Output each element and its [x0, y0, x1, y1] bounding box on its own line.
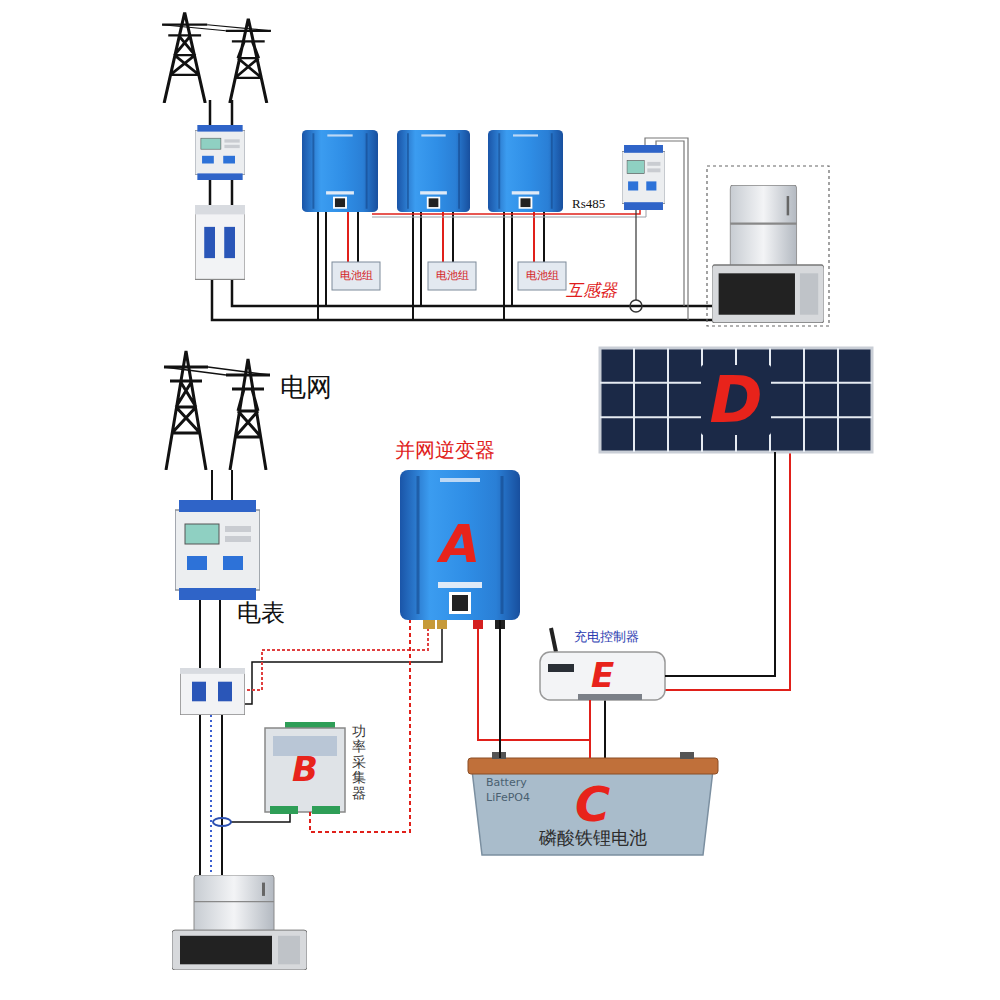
- antenna: [551, 628, 556, 652]
- battery-packs: [332, 262, 566, 290]
- energy-meter: [175, 500, 260, 600]
- charge-controller: [540, 628, 665, 700]
- power-tower: [164, 351, 270, 470]
- terminal: [423, 620, 435, 629]
- annotation-label: Battery: [486, 777, 527, 789]
- panel-grid: [600, 348, 872, 452]
- household-load: [172, 875, 307, 970]
- ct-wire: [635, 210, 636, 300]
- wire: [200, 600, 220, 668]
- battery-lid: [468, 758, 718, 774]
- wire: [200, 715, 222, 878]
- node-label: 电池组: [526, 270, 559, 282]
- neutral-wire: [210, 715, 212, 878]
- callout-letter: B: [292, 751, 318, 788]
- terminal: [473, 620, 483, 629]
- wire: [604, 700, 606, 758]
- controller-display: [548, 664, 574, 672]
- wire-connector: [589, 700, 591, 758]
- circuit-breaker: [180, 668, 245, 715]
- battery-pack: [428, 262, 476, 290]
- terminal: [437, 620, 447, 629]
- device-label: 功率采集器: [352, 724, 366, 801]
- lifepo4-battery: [468, 752, 718, 855]
- grid-tie-inverter: [400, 470, 520, 620]
- wire: [348, 212, 534, 262]
- annotation-label: Rs485: [572, 197, 605, 211]
- inverter: [397, 130, 470, 212]
- pv-wire: [665, 452, 790, 690]
- device-node: 并网逆变器A: [400, 470, 520, 620]
- household-load: [712, 185, 824, 323]
- device-node: 充电控制器E: [540, 652, 665, 700]
- wire: [358, 212, 544, 262]
- callout-letter: E: [591, 657, 614, 694]
- node-label: 磷酸铁锂电池: [539, 828, 647, 848]
- wire-connector: [499, 620, 501, 758]
- callout-letter: A: [440, 516, 480, 573]
- inverter: [302, 130, 378, 212]
- device-node: 磷酸铁锂电池C: [470, 758, 715, 855]
- device-node: 电池组: [428, 262, 476, 290]
- panel-body: [600, 348, 872, 452]
- power-collector: [622, 145, 665, 210]
- controller-terminals: [578, 694, 642, 700]
- annotation-label: 互感器: [566, 281, 617, 300]
- device-node: 电表: [175, 500, 260, 600]
- current-transformer: [630, 300, 642, 312]
- collector-terminals: [312, 806, 340, 814]
- device-node: 电池组: [332, 262, 380, 290]
- device-label: 充电控制器: [574, 630, 639, 644]
- device-node: 功率采集器B: [265, 728, 345, 812]
- controller-body: [540, 652, 665, 700]
- device-label: 并网逆变器: [395, 439, 495, 461]
- circuit-breaker: [195, 205, 245, 280]
- wire: [231, 470, 233, 500]
- power-collector: [265, 722, 345, 814]
- callout-letter: D: [701, 365, 770, 435]
- wire-connector: [211, 470, 213, 500]
- collector-wire: [645, 138, 688, 320]
- ac-wire: [245, 628, 428, 690]
- wire-connector: [310, 620, 410, 832]
- device-node: 电网: [160, 345, 275, 470]
- energy-meter: [195, 125, 245, 180]
- inverter: [488, 130, 563, 212]
- collector-body: [265, 728, 345, 812]
- device-node: D: [600, 348, 872, 452]
- ac-wire: [245, 628, 442, 704]
- battery-pack: [332, 262, 380, 290]
- current-transformer: [213, 818, 231, 826]
- annotation-label: LiFePO4: [486, 792, 530, 804]
- node-label: 电池组: [436, 270, 469, 282]
- device-label: 电网: [280, 373, 332, 402]
- device-node: 电池组: [518, 262, 566, 290]
- device-label: 电表: [237, 600, 285, 626]
- battery-pack: [518, 262, 566, 290]
- callout-letter: C: [575, 780, 610, 828]
- wire-connector: [665, 452, 775, 676]
- power-tower: [162, 13, 271, 103]
- node-label: 电池组: [340, 270, 373, 282]
- top-wires: [210, 100, 712, 320]
- collector-terminals: [270, 806, 298, 814]
- battery-terminal: [680, 752, 694, 759]
- load-frame: [707, 166, 829, 326]
- solar-panel: [600, 348, 872, 452]
- battery-body: [472, 770, 713, 855]
